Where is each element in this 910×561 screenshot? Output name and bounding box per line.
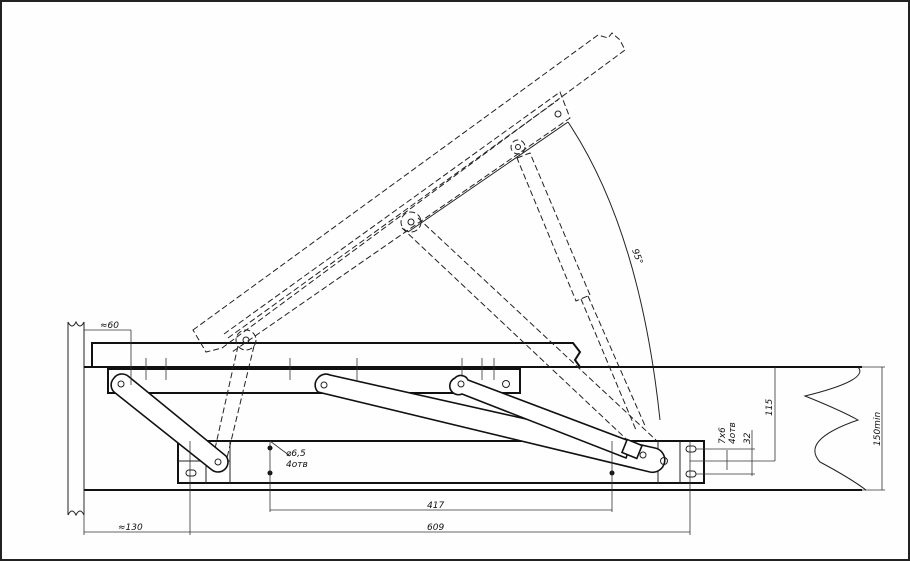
dim-hole-spacing-label: 417 bbox=[427, 501, 444, 511]
hole-spec-diameter: ⌀6,5 bbox=[286, 449, 306, 459]
dim-left-offset-label: ≈130 bbox=[118, 523, 143, 533]
break-line bbox=[803, 366, 867, 491]
gas-strut-open bbox=[510, 139, 647, 431]
slot-spec-count: 4отв bbox=[728, 422, 738, 444]
dim-mount-spacing-label: 609 bbox=[427, 523, 444, 533]
lid-closed bbox=[91, 342, 582, 368]
dim-top-offset-label: ≈60 bbox=[100, 321, 119, 331]
dim-height-label: 115 bbox=[765, 399, 775, 416]
main-link-arm bbox=[314, 373, 668, 474]
open-angle-label: 95° bbox=[629, 248, 644, 266]
front-link-arm bbox=[110, 373, 229, 473]
opening-arc bbox=[567, 121, 661, 421]
open-link-dashed bbox=[211, 217, 657, 463]
lid-open bbox=[192, 32, 626, 353]
hole-spec-count: 4отв bbox=[286, 460, 308, 470]
gas-strut bbox=[449, 374, 647, 460]
slot-pitch-label: 32 bbox=[743, 432, 753, 444]
dim-min-depth-label: 150min bbox=[873, 412, 883, 446]
frame-side-wall bbox=[67, 320, 85, 517]
slot-spec-size: 7x6 bbox=[718, 427, 728, 444]
